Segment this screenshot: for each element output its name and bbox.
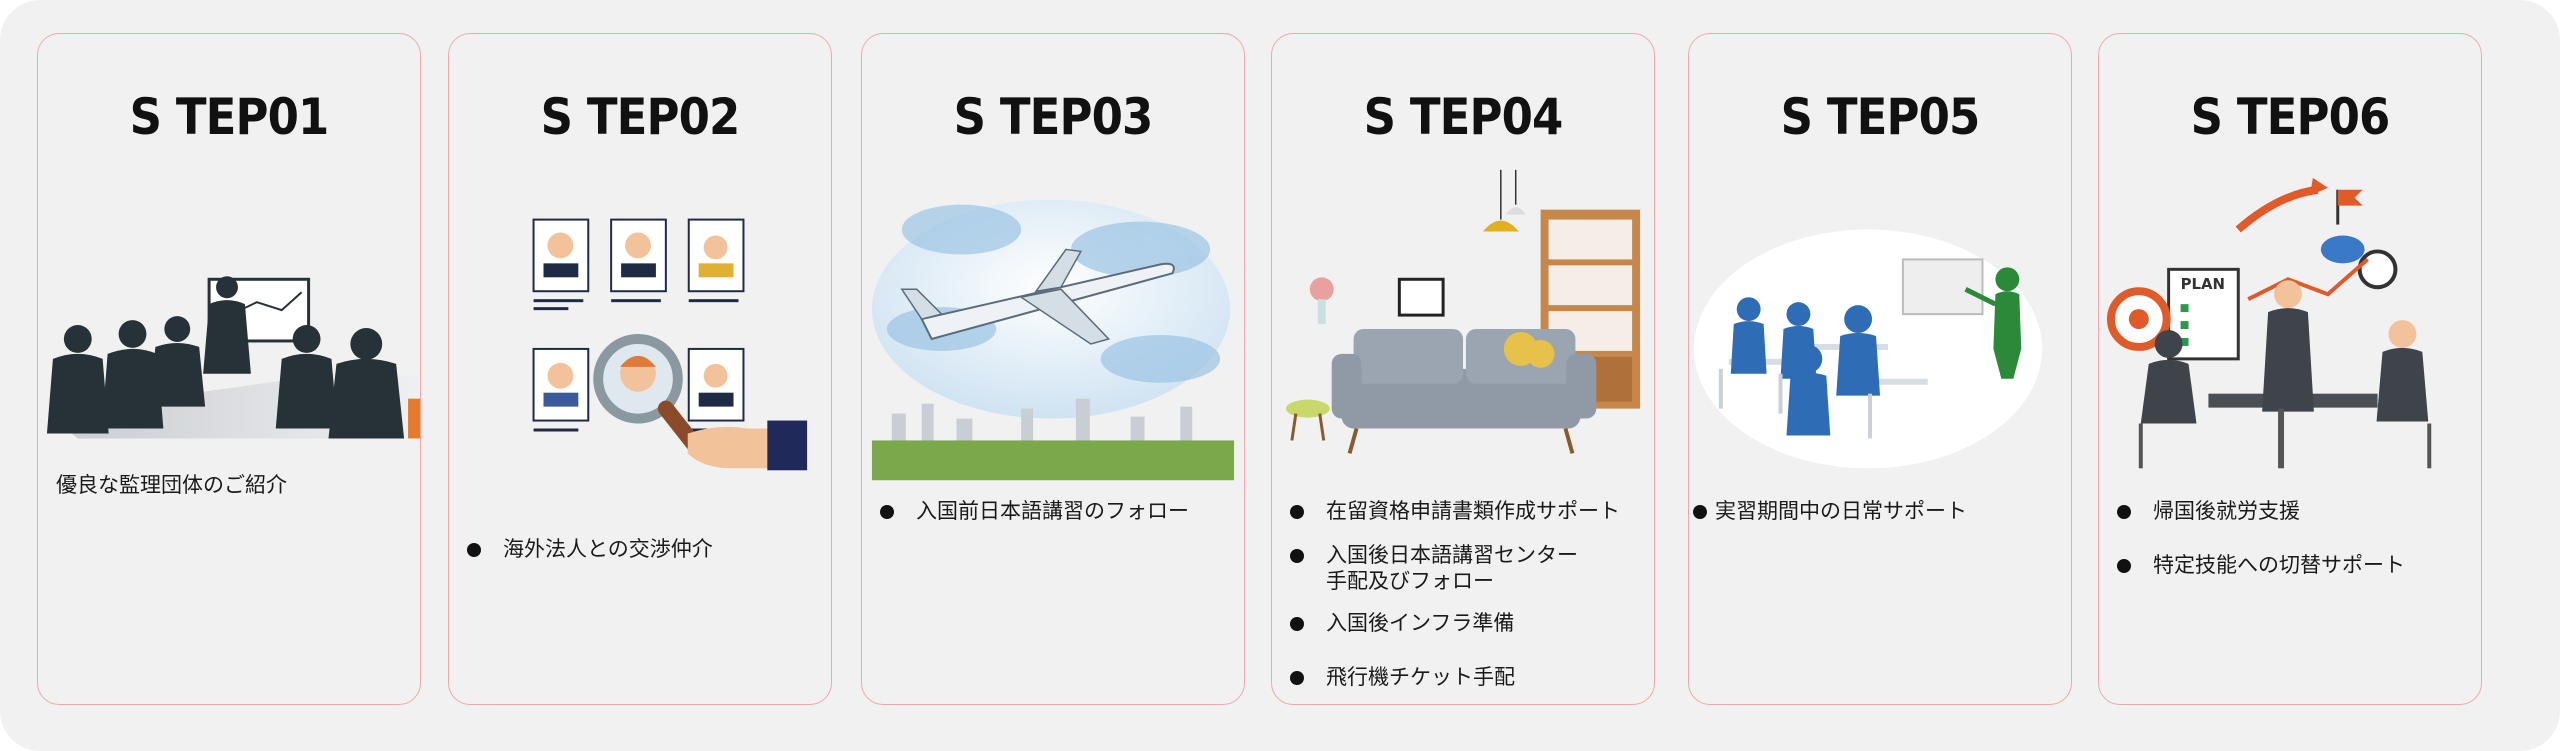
step-title: S TEP03 (953, 88, 1154, 146)
list-item: 海外法人との交渉仲介 (467, 536, 813, 562)
step-title: S TEP05 (1780, 88, 1981, 146)
step-list: 在留資格申請書類作成サポート 入国後日本語講習センター 手配及びフォロー 入国後… (1290, 498, 1636, 690)
candidate-profiles-illustration (449, 169, 831, 499)
step-list: 優良な監理団体のご紹介 (56, 472, 402, 498)
presentation-training-illustration (1689, 169, 2071, 499)
living-room-illustration (1272, 169, 1654, 499)
item-text: 海外法人との交渉仲介 (503, 537, 713, 561)
list-item: 入国前日本語講習のフォロー (880, 498, 1226, 524)
item-text: 在留資格申請書類作成サポート (1326, 499, 1620, 523)
airplane-illustration (862, 169, 1244, 499)
item-text: 飛行機チケット手配 (1326, 665, 1515, 689)
plan-board-label: PLAN (2181, 275, 2225, 293)
item-text: 実習期間中の日常サポート (1715, 499, 1967, 523)
step-list: 実習期間中の日常サポート (1693, 498, 2053, 524)
business-meeting-illustration (38, 169, 420, 499)
step-card-03: S TEP03 入国前日本語講習のフォロー (861, 33, 1245, 705)
step-list: 海外法人との交渉仲介 (467, 536, 813, 562)
list-item: 入国後インフラ準備 (1290, 610, 1636, 636)
list-item: 優良な監理団体のご紹介 (56, 472, 402, 498)
item-text: 優良な監理団体のご紹介 (56, 473, 287, 497)
step-title: S TEP04 (1363, 88, 1564, 146)
list-item: 特定技能への切替サポート (2117, 552, 2463, 578)
step-card-06: S TEP06 PLAN 帰国後 (2098, 33, 2482, 705)
list-item: 在留資格申請書類作成サポート (1290, 498, 1636, 524)
list-item: 実習期間中の日常サポート (1693, 498, 2053, 524)
step-title: S TEP06 (2190, 88, 2391, 146)
step-card-02: S TEP02 海外法人との交渉仲介 (448, 33, 832, 705)
item-text: 入国後インフラ準備 (1326, 611, 1515, 635)
list-item: 飛行機チケット手配 (1290, 664, 1636, 690)
step-card-01: S TEP01 優良な監理団体のご紹介 (37, 33, 421, 705)
item-text: 入国前日本語講習のフォロー (916, 499, 1189, 523)
step-list: 帰国後就労支援 特定技能への切替サポート (2117, 498, 2463, 578)
item-text: 入国後日本語講習センター 手配及びフォロー (1326, 543, 1578, 593)
list-item: 帰国後就労支援 (2117, 498, 2463, 524)
step-list: 入国前日本語講習のフォロー (880, 498, 1226, 524)
list-item: 入国後日本語講習センター 手配及びフォロー (1290, 542, 1636, 594)
step-card-05: S TEP05 実習期間中の日常サポート (1688, 33, 2072, 705)
step-title: S TEP01 (129, 88, 330, 146)
item-text: 特定技能への切替サポート (2153, 553, 2405, 577)
step-card-04: S TEP04 在留資格申請書類作成サポート 入国後日本語講習センター 手配及び… (1271, 33, 1655, 705)
item-text: 帰国後就労支援 (2153, 499, 2300, 523)
business-planning-illustration: PLAN (2099, 169, 2481, 499)
step-title: S TEP02 (540, 88, 741, 146)
